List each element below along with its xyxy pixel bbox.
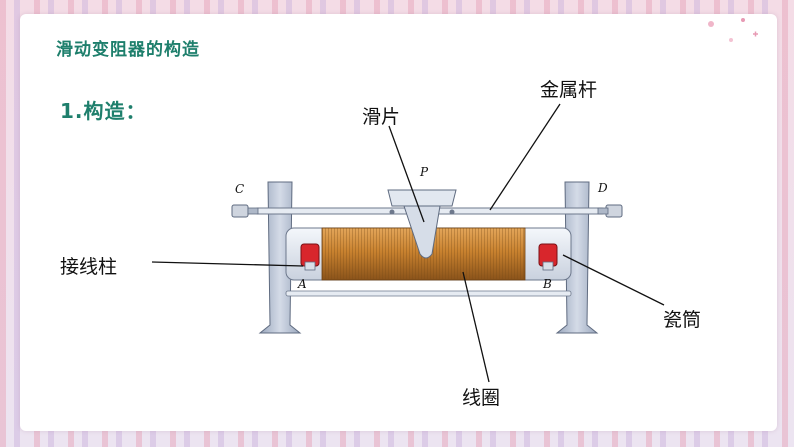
terminal-b [538, 243, 558, 271]
callout-line-terminal [151, 261, 304, 267]
label-metal-rod: 金属杆 [540, 79, 598, 101]
letter-b: B [542, 277, 552, 291]
terminal-a [300, 243, 320, 271]
label-terminal: 接线柱 [60, 256, 118, 278]
letter-p: P [419, 165, 429, 179]
callout-line-sliding-piece [388, 125, 425, 223]
label-sliding-piece: 滑片 [362, 106, 401, 128]
letter-d: D [597, 181, 608, 195]
sliding-piece [387, 189, 457, 259]
slide-card [20, 14, 777, 431]
label-porcelain-tube: 瓷筒 [663, 309, 702, 331]
callout-line-porcelain-tube [562, 254, 665, 306]
letter-a: A [297, 277, 307, 291]
terminal-c [231, 204, 259, 218]
callout-line-metal-rod [489, 103, 561, 211]
section-heading: 1.构造： [60, 99, 147, 123]
base-rail [285, 290, 572, 297]
terminal-d [597, 204, 623, 218]
letter-c: C [235, 182, 244, 196]
callout-line-coil [462, 271, 490, 383]
corner-decoration [708, 18, 758, 42]
page-title: 滑动变阻器的构造 [56, 40, 200, 60]
label-coil: 线圈 [462, 387, 501, 409]
